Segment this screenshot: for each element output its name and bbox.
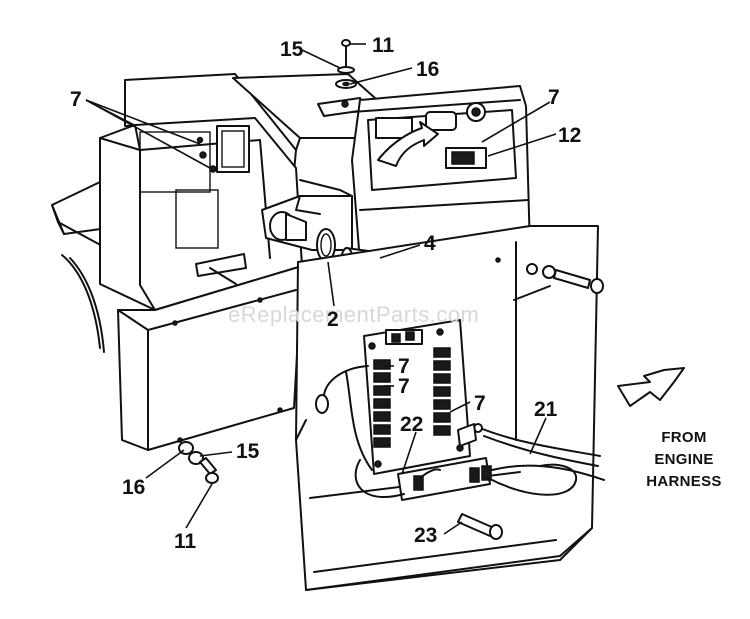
callout-16-bottom: 16 (122, 476, 145, 499)
callout-7-panel: 7 (548, 86, 560, 109)
wire-harness (354, 423, 605, 540)
leader-lines (85, 43, 557, 535)
terminal-board (315, 319, 471, 475)
bottom-hardware-stack (178, 441, 219, 484)
harness-arrow-icon (617, 367, 685, 407)
left-enclosure (99, 73, 303, 451)
callout-7-board-1: 7 (398, 355, 410, 378)
callout-15-top: 15 (280, 38, 304, 61)
harness-line-3: HARNESS (646, 473, 721, 490)
callout-16-top: 16 (416, 58, 439, 81)
callout-12: 12 (558, 124, 581, 147)
harness-line-2: ENGINE (654, 451, 713, 468)
side-tray (51, 181, 109, 353)
callout-labels: 7 15 11 16 7 12 4 2 7 7 7 22 21 16 15 11… (70, 34, 581, 553)
callout-11-bottom: 11 (174, 530, 197, 553)
tab-clip (457, 423, 477, 447)
callout-23: 23 (414, 524, 437, 547)
harness-label: FROM ENGINE HARNESS (646, 429, 721, 490)
callout-21: 21 (534, 398, 558, 421)
connector-block (397, 457, 492, 501)
callout-15-bottom: 15 (236, 440, 260, 463)
callout-7-board-3: 7 (474, 392, 486, 415)
callout-4: 4 (424, 232, 436, 255)
top-hardware-stack (335, 39, 357, 89)
harness-line-1: FROM (661, 429, 706, 446)
callout-22: 22 (400, 413, 423, 436)
callout-7-board-2: 7 (398, 375, 410, 398)
callout-2: 2 (327, 308, 339, 331)
callout-7-top-left: 7 (70, 88, 82, 111)
watermark-text: eReplacementParts.com (228, 302, 479, 327)
callout-11-top: 11 (372, 34, 395, 57)
